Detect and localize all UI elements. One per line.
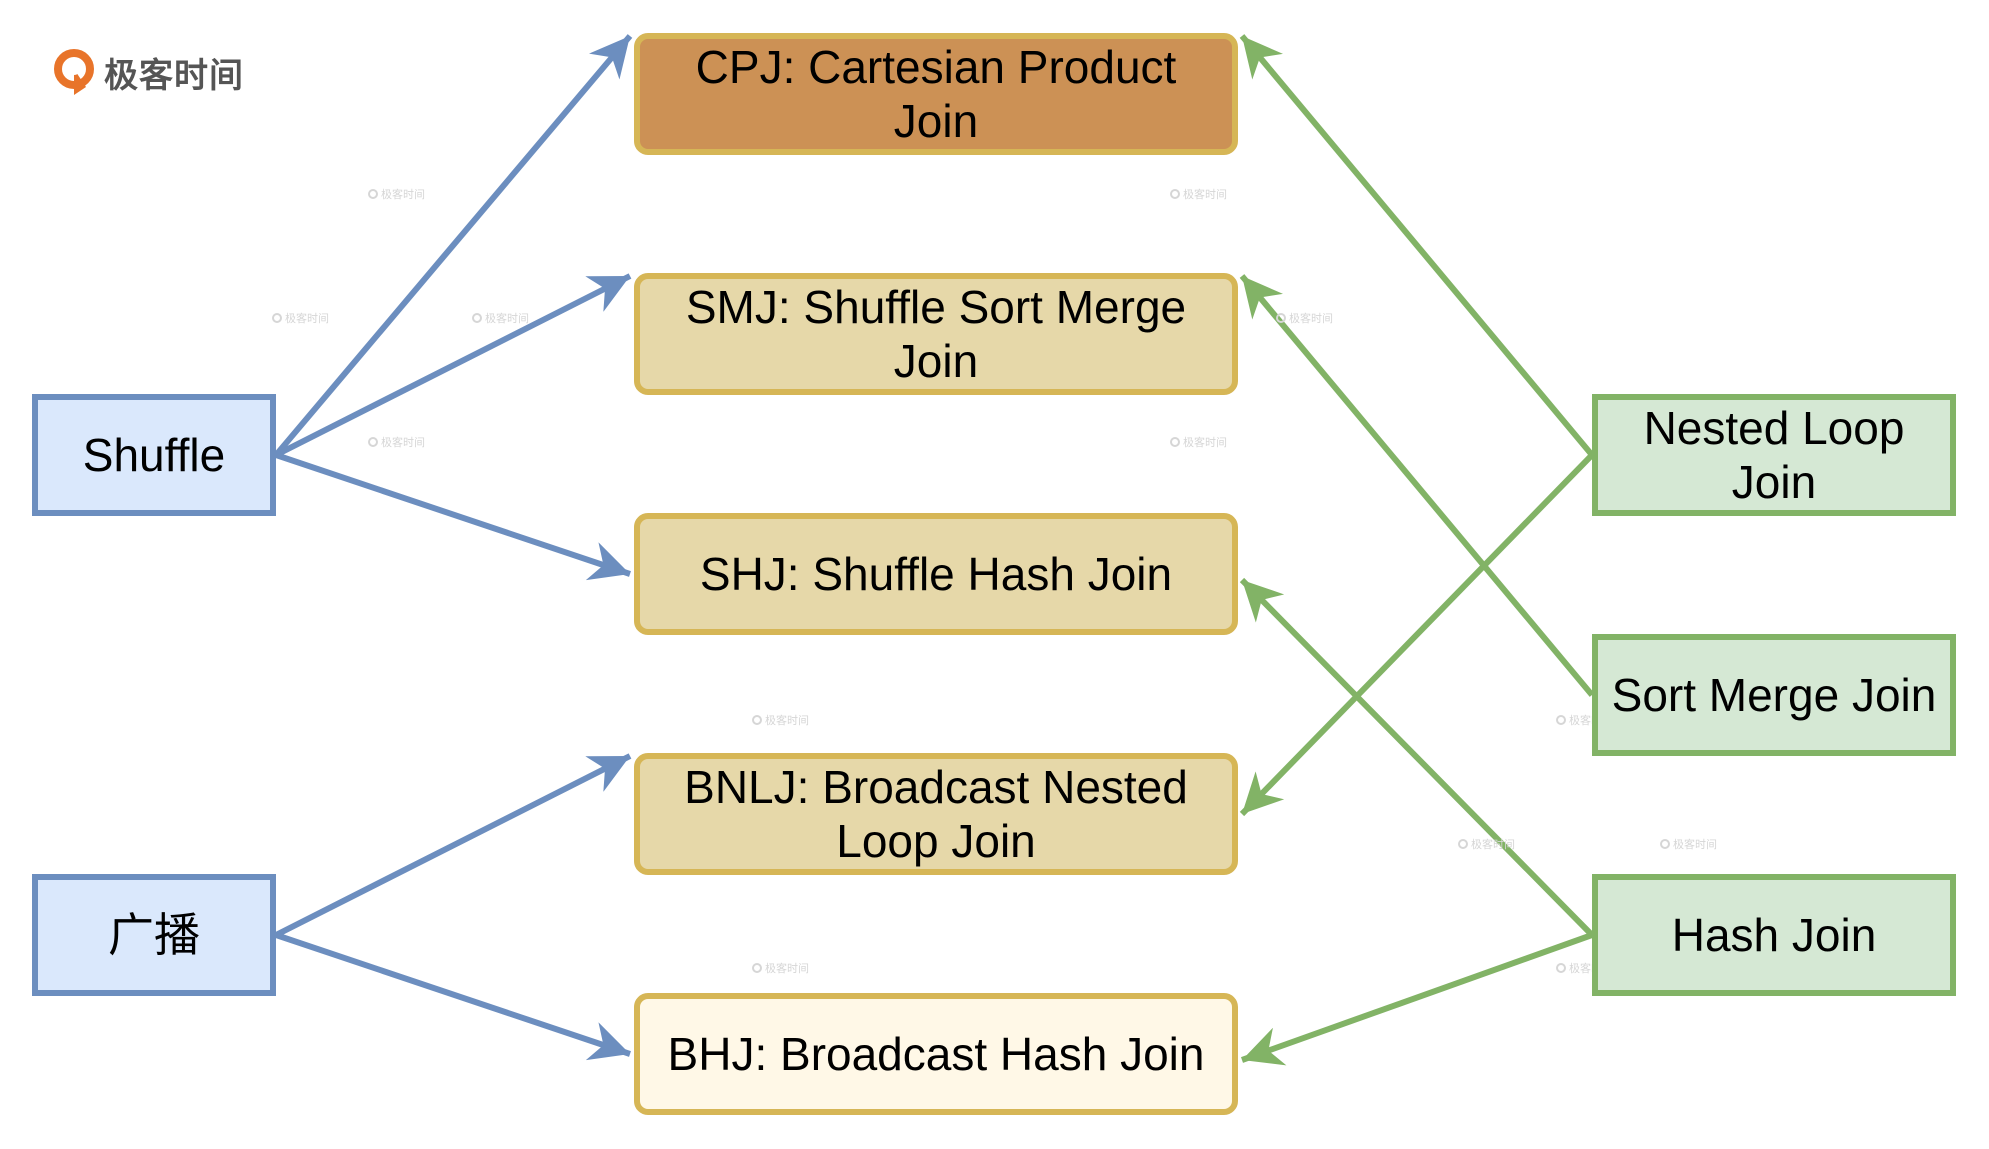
watermark: 极客时间 — [368, 434, 425, 450]
node-label: BNLJ: Broadcast Nested Loop Join — [684, 760, 1188, 867]
watermark: 极客时间 — [1458, 836, 1515, 852]
edge-shuffle-to-smj — [274, 273, 632, 458]
shj-node: SHJ: Shuffle Hash Join — [634, 513, 1238, 635]
smj-node: SMJ: Shuffle Sort Merge Join — [634, 273, 1238, 395]
node-label: BHJ: Broadcast Hash Join — [667, 1027, 1205, 1080]
hash-join-node: Hash Join — [1592, 874, 1956, 996]
watermark: 极客时间 — [368, 186, 425, 202]
bnlj-node: BNLJ: Broadcast Nested Loop Join — [634, 753, 1238, 875]
node-label: Sort Merge Join — [1611, 668, 1937, 721]
watermark: 极客时间 — [752, 960, 809, 976]
edge-broadcast-to-bnlj — [274, 753, 632, 938]
watermark: 极客时间 — [1276, 310, 1333, 326]
nested-loop-join-node: Nested Loop Join — [1592, 394, 1956, 516]
broadcast-node: 广播 — [32, 874, 276, 996]
shuffle-node: Shuffle — [32, 394, 276, 516]
cpj-node: CPJ: Cartesian Product Join — [634, 33, 1238, 155]
sort-merge-join-node: Sort Merge Join — [1592, 634, 1956, 756]
node-label: SHJ: Shuffle Hash Join — [699, 547, 1173, 600]
bhj-node: BHJ: Broadcast Hash Join — [634, 993, 1238, 1115]
watermark: 极客时间 — [752, 712, 809, 728]
geektime-logo: 极客时间 — [52, 48, 244, 97]
edge-smj_impl-to-smj — [1239, 274, 1595, 697]
edge-hj-to-shj — [1239, 577, 1595, 938]
edge-shuffle-to-cpj — [273, 34, 633, 457]
node-label: SMJ: Shuffle Sort Merge Join — [685, 280, 1187, 387]
node-label: Hash Join — [1671, 908, 1877, 961]
watermark: 极客时间 — [1660, 836, 1717, 852]
edge-shuffle-to-shj — [275, 452, 631, 581]
edge-nlj-to-bnlj — [1239, 452, 1595, 817]
node-label: 广播 — [108, 908, 200, 961]
edge-broadcast-to-bhj — [275, 932, 631, 1061]
node-label: CPJ: Cartesian Product Join — [695, 40, 1177, 147]
watermark: 极客时间 — [472, 310, 529, 326]
watermark: 极客时间 — [1170, 434, 1227, 450]
node-label: Nested Loop Join — [1643, 401, 1905, 508]
logo-text: 极客时间 — [104, 56, 244, 96]
node-label: Shuffle — [82, 428, 226, 481]
watermark: 极客时间 — [272, 310, 329, 326]
watermark: 极客时间 — [1170, 186, 1227, 202]
edge-nlj-to-cpj — [1239, 34, 1595, 457]
geektime-logo-icon — [54, 48, 94, 95]
edge-hj-to-bhj — [1240, 932, 1594, 1066]
